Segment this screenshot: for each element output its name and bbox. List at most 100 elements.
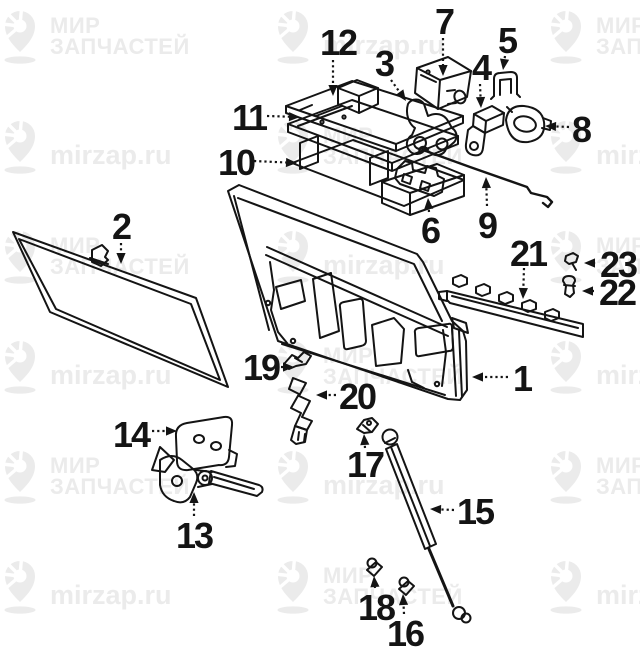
callout-arrowhead xyxy=(316,390,327,400)
part-number-label-17: 17 xyxy=(347,444,384,485)
watermark-layer: МИРЗАПЧАСТЕЙmirzap.ruМИРЗАПЧАСТЕЙmirzap.… xyxy=(0,6,640,616)
callout-13: 13 xyxy=(176,492,215,556)
part-number-label-11: 11 xyxy=(232,97,268,138)
callout-arrowhead xyxy=(438,65,448,76)
callout-9: 9 xyxy=(478,177,499,246)
watermark-brand-line2: ЗАПЧАСТЕЙ xyxy=(596,34,640,59)
map-pin-logo-icon xyxy=(273,556,311,616)
callout-16: 16 xyxy=(387,594,426,651)
map-pin-logo-icon xyxy=(0,336,38,396)
watermark-site-text: mirzap.ru xyxy=(323,250,445,280)
callout-arrow-line xyxy=(555,125,570,129)
callout-arrow-line xyxy=(485,187,489,207)
watermark-brand-line1: МИР xyxy=(596,233,640,258)
watermark-brand-line1: МИР xyxy=(50,453,100,478)
map-pin-logo-icon xyxy=(546,336,584,396)
callout-1: 1 xyxy=(472,358,535,399)
map-pin-logo-icon xyxy=(546,6,584,66)
callout-arrow-line xyxy=(390,79,401,93)
window-seal-drawing xyxy=(12,231,229,388)
part-number-label-12: 12 xyxy=(320,22,357,63)
part-number-label-3: 3 xyxy=(375,43,394,84)
watermark-tile: mirzap.ru xyxy=(0,116,172,176)
watermark-site-text: mirzap.ru xyxy=(323,30,445,60)
callout-23: 23 xyxy=(584,244,639,285)
watermark-site-text: mirzap.ru xyxy=(50,140,172,170)
watermark-tile: mirzap.ru xyxy=(273,446,445,506)
map-pin-logo-icon xyxy=(0,226,38,286)
trim-rail-drawing xyxy=(438,274,584,338)
part-number-label-5: 5 xyxy=(498,20,518,61)
watermark-tile: mirzap.ru xyxy=(546,336,640,396)
part-number-label-14: 14 xyxy=(113,414,151,455)
part-number-label-16: 16 xyxy=(387,613,424,651)
watermark-brand-line1: МИР xyxy=(50,13,100,38)
callout-11: 11 xyxy=(232,97,300,138)
part-number-label-7: 7 xyxy=(435,1,454,42)
watermark-brand-line2: ЗАПЧАСТЕЙ xyxy=(323,584,463,609)
watermark-site-text: mirzap.ru xyxy=(50,580,172,610)
part-number-label-19: 19 xyxy=(243,347,280,388)
watermark-brand-line1: МИР xyxy=(596,453,640,478)
map-pin-logo-icon xyxy=(0,446,38,506)
callout-arrowhead xyxy=(582,286,593,296)
part-number-label-9: 9 xyxy=(478,205,497,246)
watermark-tile: mirzap.ru xyxy=(0,556,172,616)
handle-bezel-drawing xyxy=(505,104,552,144)
watermark-tile: mirzap.ru xyxy=(546,116,640,176)
callout-arrowhead xyxy=(395,89,406,101)
callout-arrowhead xyxy=(398,594,409,606)
callout-5: 5 xyxy=(498,20,520,70)
watermark-brand-line1: МИР xyxy=(323,563,373,588)
panel-bracket-drawing xyxy=(288,377,313,445)
callout-arrowhead xyxy=(500,58,510,70)
callout-21: 21 xyxy=(510,233,550,299)
callout-arrow-line xyxy=(266,114,290,118)
part-number-label-6: 6 xyxy=(421,210,440,251)
latch-assembly-drawing xyxy=(464,105,505,157)
callout-10: 10 xyxy=(218,142,297,183)
map-pin-logo-icon xyxy=(273,226,311,286)
part-number-label-8: 8 xyxy=(572,109,591,150)
tailgate-panel-drawing xyxy=(227,184,469,401)
callout-arrowhead xyxy=(283,362,294,372)
watermark-site-text: mirzap.ru xyxy=(323,470,445,500)
part-number-label-4: 4 xyxy=(472,47,492,88)
callout-8: 8 xyxy=(545,109,593,150)
callout-12: 12 xyxy=(320,22,359,96)
callout-arrowhead xyxy=(518,287,528,299)
map-pin-logo-icon xyxy=(0,6,38,66)
watermark-brand-line2: ЗАПЧАСТЕЙ xyxy=(596,254,640,279)
clamp-drawing xyxy=(490,71,521,100)
callout-arrowhead xyxy=(430,504,442,515)
part-number-label-13: 13 xyxy=(176,515,213,556)
ball-stud-2-drawing xyxy=(398,576,415,596)
part-number-label-15: 15 xyxy=(457,491,495,532)
callout-20: 20 xyxy=(316,376,378,417)
part-number-label-10: 10 xyxy=(218,142,255,183)
control-unit-drawing xyxy=(414,56,472,110)
callout-arrowhead xyxy=(288,112,300,122)
callout-arrowhead xyxy=(472,372,483,382)
screw-drawing xyxy=(564,252,579,271)
callout-3: 3 xyxy=(375,43,406,101)
gas-strut-drawing xyxy=(381,428,472,624)
watermark-tile: mirzap.ru xyxy=(0,336,172,396)
callout-arrowhead xyxy=(166,426,177,436)
callout-22: 22 xyxy=(582,272,638,313)
callout-arrow-line xyxy=(478,83,482,98)
callout-arrow-line xyxy=(440,508,455,512)
callout-arrowhead xyxy=(584,258,595,268)
lock-assembly-drawing xyxy=(394,160,445,197)
callout-arrowhead xyxy=(424,198,434,210)
callout-arrow-line xyxy=(253,159,287,164)
hinge-plate-drawing xyxy=(174,415,238,472)
